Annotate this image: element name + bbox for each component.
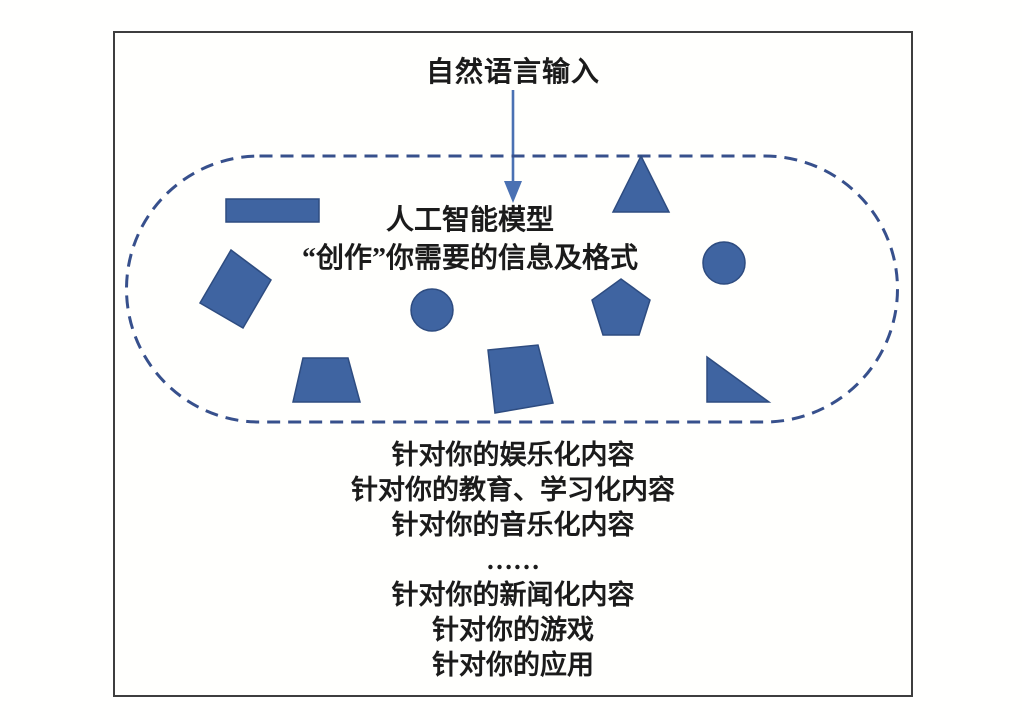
shape-trapezoid [292, 357, 361, 403]
shape-circle-center [410, 288, 454, 332]
ai-model-text: 人工智能模型 “创作”你需要的信息及格式 [260, 202, 680, 278]
shape-right-triangle [706, 355, 772, 403]
input-arrow-icon [504, 90, 522, 203]
output-line-games: 针对你的游戏 [432, 615, 594, 645]
ai-model-boundary [125, 154, 899, 424]
output-line-news: 针对你的新闻化内容 [391, 580, 635, 610]
shape-rectangle [225, 198, 320, 223]
natural-language-input-label: 自然语言输入 [425, 57, 600, 88]
output-line-entertainment: 针对你的娱乐化内容 [391, 440, 635, 470]
ai-model-title: 人工智能模型 [385, 205, 554, 236]
output-line-ellipsis: …… [486, 545, 540, 575]
shape-triangle [611, 154, 671, 213]
output-line-apps: 针对你的应用 [432, 650, 594, 680]
output-line-music: 针对你的音乐化内容 [391, 510, 635, 540]
output-line-education: 针对你的教育、学习化内容 [351, 475, 675, 505]
ai-model-subtitle: “创作”你需要的信息及格式 [301, 243, 638, 274]
shape-rotated-square-left [198, 248, 272, 330]
shape-circle-right [702, 241, 746, 285]
output-list: 针对你的娱乐化内容 针对你的教育、学习化内容 针对你的音乐化内容 …… 针对你的… [113, 438, 913, 683]
shape-pentagon [591, 278, 651, 336]
shape-rotated-square-center [487, 344, 554, 414]
